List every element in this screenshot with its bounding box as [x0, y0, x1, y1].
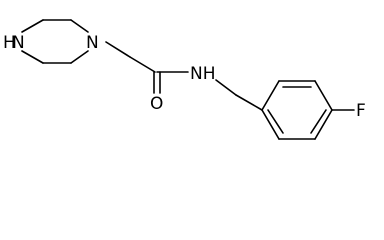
bond: [261, 109, 280, 140]
bond: [261, 80, 280, 111]
bond: [21, 19, 44, 33]
linker-chain: [105, 41, 263, 111]
bond: [129, 56, 156, 73]
atom-label-n: N: [86, 33, 99, 53]
benzene-ring: [261, 80, 355, 140]
structure-drawing: H N N O NH F: [3, 19, 366, 140]
bond: [21, 50, 44, 64]
bond: [105, 41, 131, 58]
atom-label-f: F: [356, 101, 366, 121]
bond: [314, 109, 333, 140]
bond: [235, 94, 263, 111]
atom-label-n: N: [12, 33, 25, 53]
bond: [70, 19, 89, 33]
bond: [314, 80, 333, 111]
aromatic-inner-bond: [267, 109, 284, 134]
atom-label-h: H: [3, 33, 16, 53]
bond: [70, 50, 89, 64]
atom-label-nh: NH: [190, 64, 216, 84]
bond: [215, 79, 237, 96]
molecule-diagram: H N N O NH F: [3, 19, 366, 140]
atom-label-o: O: [150, 94, 163, 114]
piperazine-ring: [21, 19, 89, 64]
aromatic-inner-bond: [310, 109, 327, 134]
